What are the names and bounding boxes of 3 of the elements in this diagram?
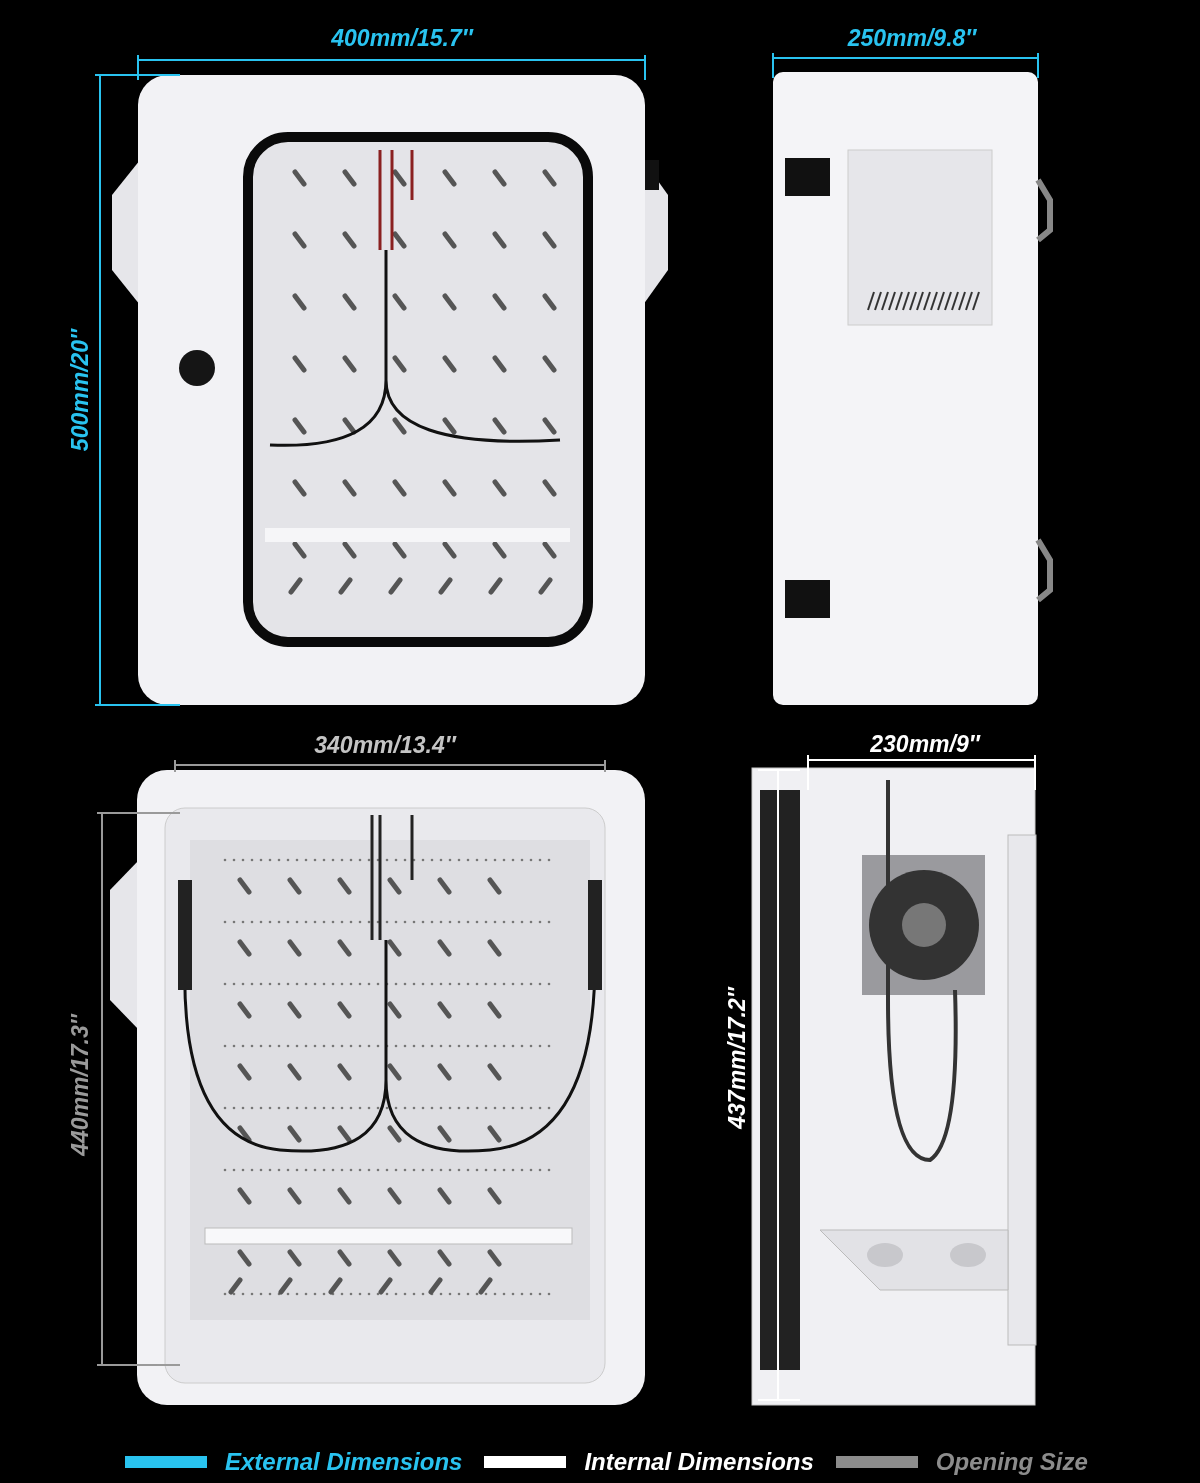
- legend-label: Opening Size: [935, 1448, 1088, 1476]
- legend-label: External Dimensions: [225, 1448, 463, 1476]
- legend-label: Internal Dimensions: [584, 1448, 814, 1476]
